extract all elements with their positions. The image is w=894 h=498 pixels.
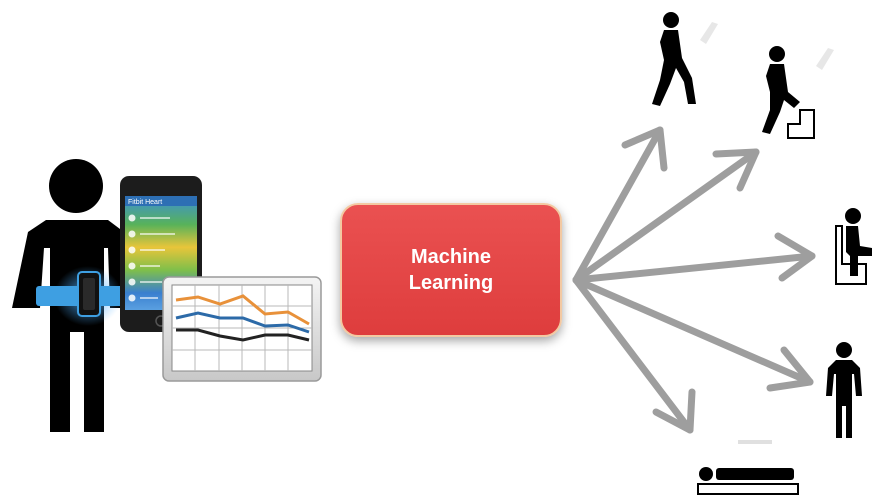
chart-line-orange [175, 294, 310, 326]
arrow-to-standing [572, 276, 814, 392]
machine-learning-label-line2: Learning [408, 272, 494, 294]
lying-icon [697, 440, 799, 495]
climbing-stairs-icon [762, 46, 834, 139]
person-with-sensor-icon [12, 159, 128, 432]
output-arrows [572, 126, 816, 434]
standing-icon [826, 342, 862, 438]
tablet-chart-icon [162, 276, 322, 382]
machine-learning-label-line1: Machine [410, 246, 492, 268]
arrow-to-sitting [572, 232, 816, 284]
chart-line-blue [175, 311, 310, 334]
machine-learning-box: Machine Learning [340, 203, 562, 337]
chart-line-black [176, 328, 310, 342]
phone-header-text: Fitbit Heart [128, 199, 162, 206]
walking-icon [652, 12, 718, 106]
arrow-to-climbing-stairs [572, 148, 760, 284]
arrow-to-lying [572, 276, 696, 434]
arrow-to-walking [572, 126, 668, 284]
sitting-icon [835, 208, 872, 285]
